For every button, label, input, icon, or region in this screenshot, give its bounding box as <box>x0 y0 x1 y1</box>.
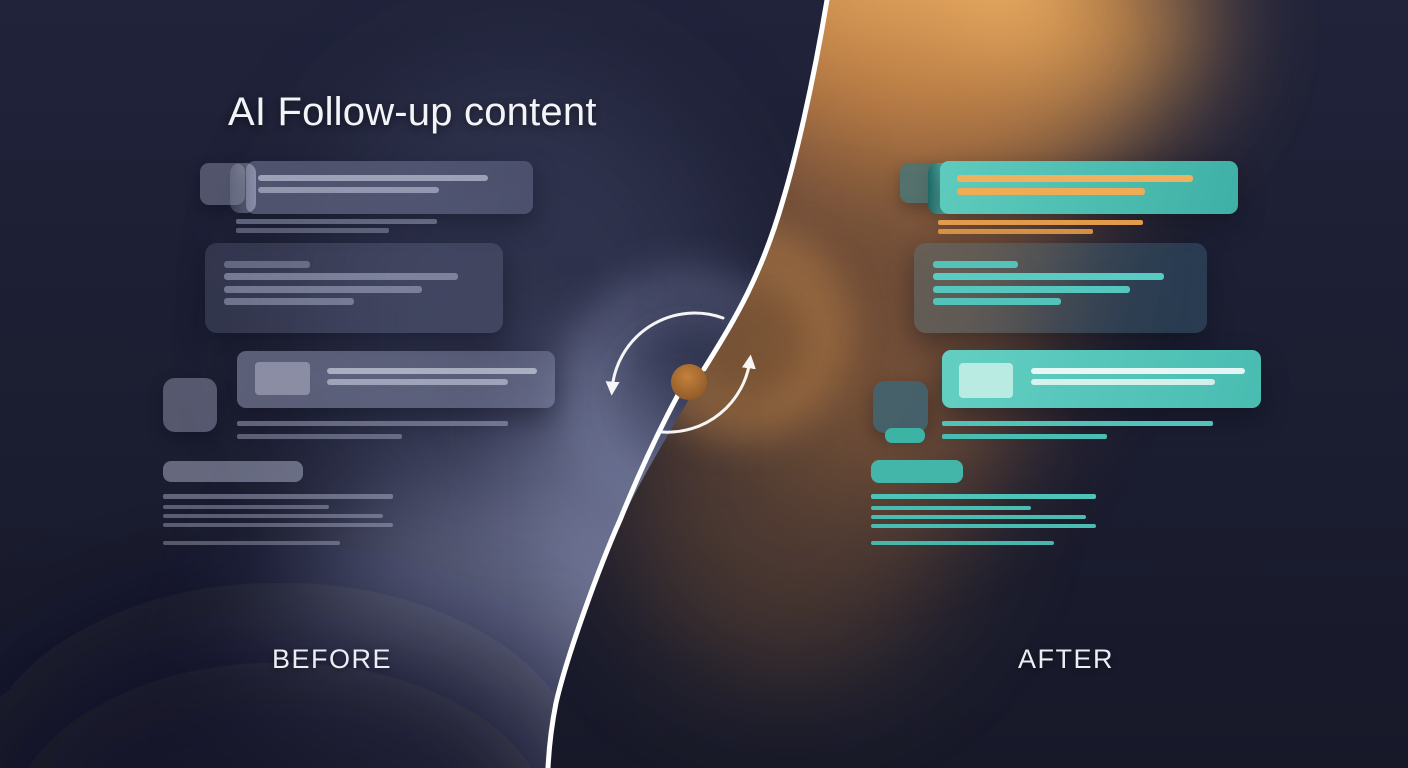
text-line <box>237 421 508 426</box>
text-line <box>871 506 1031 510</box>
text-line-bar <box>933 273 1164 280</box>
text-line-bar <box>957 175 1193 182</box>
text-line-bar <box>258 175 488 181</box>
page-curl <box>230 163 256 213</box>
image-thumbnail <box>255 362 310 395</box>
avatar <box>873 381 928 433</box>
text-line-bar <box>327 379 508 385</box>
text-line <box>871 494 1096 499</box>
text-line <box>942 421 1213 426</box>
text-line-bar <box>957 188 1145 195</box>
avatar <box>200 163 245 205</box>
tag-pill <box>885 428 925 443</box>
text-line <box>163 541 340 545</box>
text-line <box>942 434 1107 439</box>
text-line-bar <box>327 368 537 374</box>
avatar <box>163 378 217 432</box>
text-line <box>938 229 1093 234</box>
text-line-bar <box>224 261 310 268</box>
text-line <box>871 515 1086 519</box>
text-line <box>163 505 329 509</box>
message-card <box>237 351 555 408</box>
message-card <box>205 243 503 333</box>
text-line-bar <box>258 187 439 193</box>
text-line <box>163 523 393 527</box>
text-line <box>163 514 383 518</box>
text-line-bar <box>224 286 422 293</box>
divider-line <box>545 0 830 768</box>
page-title: AI Follow-up content <box>228 90 597 134</box>
before-label: BEFORE <box>272 644 393 674</box>
tag-pill <box>163 461 303 482</box>
text-line-bar <box>224 298 354 305</box>
text-line-bar <box>933 286 1130 293</box>
text-line-bar <box>933 261 1018 268</box>
message-card <box>246 161 533 214</box>
text-line <box>236 228 389 233</box>
text-line-bar <box>224 273 458 280</box>
text-line <box>871 524 1096 528</box>
text-line <box>938 220 1143 225</box>
text-line-bar <box>1031 379 1215 385</box>
text-line-bar <box>1031 368 1245 374</box>
text-line <box>163 494 393 499</box>
text-line-bar <box>933 298 1061 305</box>
center-orb <box>671 364 707 400</box>
after-label: AFTER <box>1018 644 1115 674</box>
text-line <box>237 434 402 439</box>
image-thumbnail <box>959 363 1013 398</box>
text-line <box>871 541 1054 545</box>
message-card <box>940 161 1238 214</box>
text-line <box>236 219 437 224</box>
tag-pill <box>871 460 963 483</box>
rotation-arrows-icon <box>605 311 756 434</box>
